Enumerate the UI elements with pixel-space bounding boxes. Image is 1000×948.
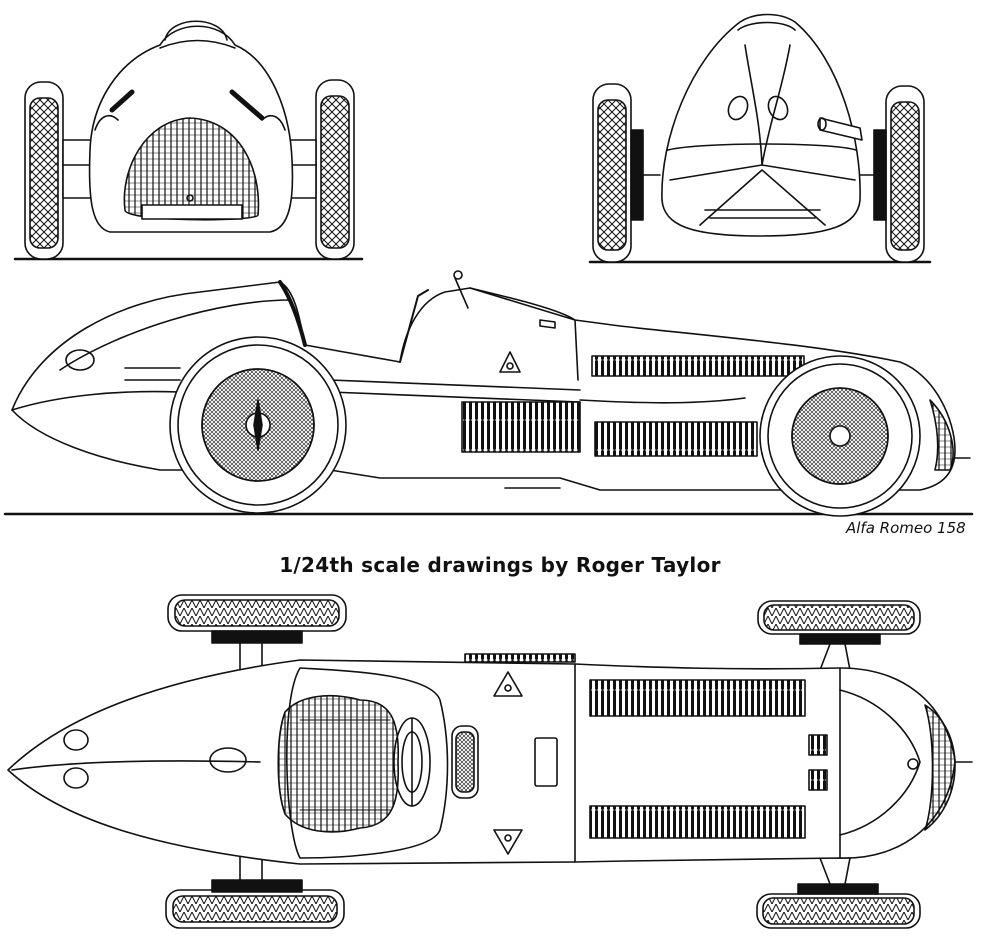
side-view <box>3 270 974 517</box>
model-label: Alfa Romeo 158 <box>846 519 966 537</box>
front-view <box>13 20 364 261</box>
plan-view <box>7 594 973 929</box>
rear-view <box>588 13 932 264</box>
scale-credit: 1/24th scale drawings by Roger Taylor <box>279 553 721 577</box>
